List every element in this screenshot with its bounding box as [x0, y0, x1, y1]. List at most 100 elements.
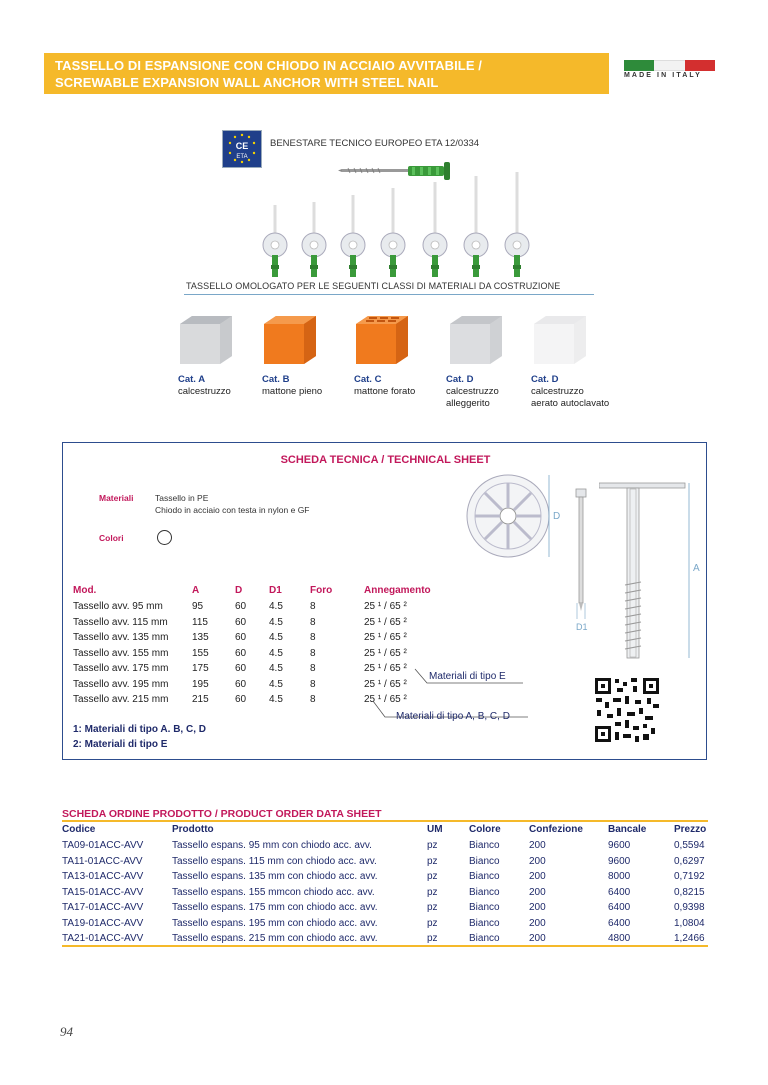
order-cell-um: pz: [427, 886, 438, 898]
material-cubes-image: [180, 316, 586, 364]
order-cell-um: pz: [427, 933, 438, 944]
spec-cell-mod: Tassello avv. 135 mm: [73, 632, 169, 643]
header-banner: TASSELLO DI ESPANSIONE CON CHIODO IN ACC…: [44, 53, 609, 94]
category-b: Cat. B mattone pieno: [262, 374, 322, 398]
materials-value: Tassello in PE Chiodo in acciaio con tes…: [155, 492, 310, 516]
qr-code-icon: [593, 676, 661, 744]
category-a: Cat. A calcestruzzo: [178, 374, 231, 398]
spec-cell-d1: 4.5: [269, 616, 283, 628]
order-cell-confezione: 200: [529, 933, 546, 944]
order-cell-prodotto: Tassello espans. 175 mm con chiodo acc. …: [172, 902, 378, 913]
order-cell-bancale: 4800: [608, 933, 631, 944]
callout-lines: [372, 668, 528, 718]
callout-type-e: Materiali di tipo E: [429, 671, 506, 682]
spec-cell-a: 115: [192, 616, 208, 628]
order-cell-um: pz: [427, 917, 438, 929]
italy-flag-icon: [624, 60, 715, 71]
spec-cell-annegamento: 25 ¹ / 65 ²: [364, 678, 407, 690]
spec-header-annegamento: Annegamento: [364, 585, 431, 596]
order-cell-bancale: 6400: [608, 886, 631, 898]
category-a-desc: calcestruzzo: [178, 386, 231, 397]
order-cell-codice: TA17-01ACC-AVV: [62, 902, 144, 913]
anchor-side-drawing: A: [599, 482, 700, 659]
order-cell-bancale: 6400: [608, 902, 631, 913]
order-cell-colore: Bianco: [469, 917, 500, 929]
spec-cell-a: 95: [192, 601, 204, 612]
order-cell-um: pz: [427, 871, 438, 882]
spec-cell-annegamento: 25 ¹ / 65 ²: [364, 647, 407, 659]
category-d1: Cat. D calcestruzzo alleggerito: [446, 374, 499, 410]
spec-cell-d: 60: [235, 632, 247, 643]
order-cell-confezione: 200: [529, 917, 546, 929]
order-header-prezzo: Prezzo: [674, 824, 707, 835]
spec-header-mod: Mod.: [73, 585, 97, 596]
spec-cell-mod: Tassello avv. 95 mm: [73, 601, 163, 612]
order-header-um: UM: [427, 824, 443, 835]
order-sheet-top-rule: [62, 820, 708, 822]
spec-cell-annegamento: 25 ¹ / 65 ²: [364, 616, 407, 628]
page-number: 94: [60, 1024, 73, 1039]
approval-divider: [184, 294, 594, 295]
order-cell-codice: TA21-01ACC-AVV: [62, 933, 144, 944]
spec-cell-a: 215: [192, 694, 209, 705]
technical-sheet-title: SCHEDA TECNICA / TECHNICAL SHEET: [280, 454, 491, 466]
spec-cell-d: 60: [235, 678, 247, 690]
anchors-lineup-image: [262, 172, 530, 278]
category-d2-title: Cat. D: [531, 374, 559, 385]
cube-cat-d1: [450, 316, 502, 364]
order-cell-colore: Bianco: [469, 902, 500, 913]
spec-cell-d: 60: [235, 601, 247, 612]
ce-eta-badge-icon: CE ETA: [222, 130, 262, 168]
spec-cell-d1: 4.5: [269, 647, 283, 659]
category-d2-desc1: calcestruzzo: [531, 386, 584, 397]
callout-type-abcd: Materiali di tipo A, B, C, D: [396, 711, 510, 722]
order-sheet-bottom-rule: [62, 945, 708, 947]
dim-a-label: A: [693, 563, 700, 574]
order-cell-prezzo: 0,8215: [674, 886, 705, 898]
white-color-swatch: [157, 530, 172, 545]
spec-header-a: A: [192, 585, 200, 596]
order-cell-confezione: 200: [529, 902, 546, 913]
eta-label: BENESTARE TECNICO EUROPEO ETA 12/0334: [270, 138, 480, 149]
spec-cell-d1: 4.5: [269, 663, 283, 674]
category-b-desc: mattone pieno: [262, 386, 323, 397]
order-cell-codice: TA09-01ACC-AVV: [62, 840, 144, 851]
cube-cat-b: [264, 316, 316, 364]
spec-cell-a: 175: [192, 663, 209, 674]
spec-cell-foro: 8: [310, 647, 316, 659]
spec-cell-d1: 4.5: [269, 694, 283, 705]
order-header-colore: Colore: [469, 824, 501, 835]
order-cell-colore: Bianco: [469, 886, 500, 898]
nail-drawing: D1: [575, 488, 588, 632]
order-cell-bancale: 6400: [608, 917, 631, 929]
order-cell-colore: Bianco: [469, 855, 500, 867]
header-title-line2: SCREWABLE EXPANSION WALL ANCHOR WITH STE…: [55, 75, 439, 90]
order-cell-prodotto: Tassello espans. 115 mm con chiodo acc. …: [172, 855, 377, 867]
order-cell-um: pz: [427, 840, 438, 851]
spec-cell-mod: Tassello avv. 195 mm: [73, 678, 169, 690]
category-a-title: Cat. A: [178, 374, 206, 385]
anchor-head-drawing: D: [466, 474, 560, 558]
spec-cell-d1: 4.5: [269, 678, 283, 690]
spec-cell-foro: 8: [310, 632, 316, 643]
spec-cell-mod: Tassello avv. 175 mm: [73, 663, 169, 674]
cube-cat-d2: [534, 316, 586, 364]
order-cell-prodotto: Tassello espans. 95 mm con chiodo acc. a…: [172, 840, 372, 851]
spec-cell-mod: Tassello avv. 215 mm: [73, 694, 169, 705]
spec-cell-foro: 8: [310, 694, 316, 705]
made-in-italy: MADE IN ITALY: [624, 72, 702, 79]
category-d1-desc2: alleggerito: [446, 398, 490, 409]
order-cell-colore: Bianco: [469, 933, 500, 944]
spec-cell-d1: 4.5: [269, 601, 283, 612]
spec-cell-annegamento: 25 ¹ / 65 ²: [364, 694, 407, 705]
category-c-title: Cat. C: [354, 374, 382, 385]
footnote-2: 2: Materiali di tipo E: [73, 739, 168, 750]
materials-line2: Chiodo in acciaio con testa in nylon e G…: [155, 505, 310, 515]
cube-cat-a: [180, 316, 232, 364]
spec-cell-d: 60: [235, 616, 247, 628]
spec-header-d: D: [235, 585, 243, 596]
materials-line1: Tassello in PE: [155, 493, 209, 503]
order-cell-prodotto: Tassello espans. 155 mmcon chiodo acc. a…: [172, 886, 375, 898]
spec-cell-annegamento: 25 ¹ / 65 ²: [364, 632, 407, 643]
spec-cell-foro: 8: [310, 678, 316, 690]
